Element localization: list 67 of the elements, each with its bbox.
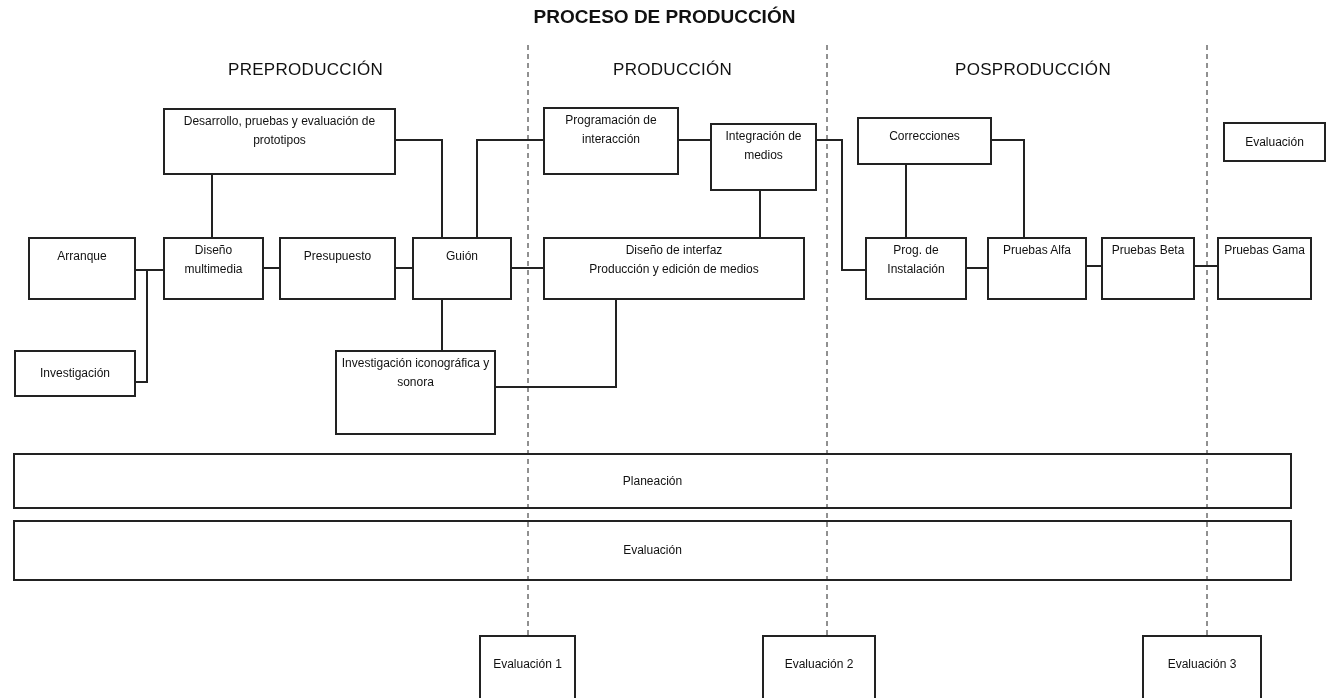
node-label: Presupuesto [303,248,372,265]
process-box [335,350,496,435]
node-label: Pruebas Beta [1111,242,1185,259]
process-box [543,237,805,300]
connector-line [966,267,988,269]
connector-line [495,299,617,388]
process-box [163,108,396,175]
node-label: Planeación [622,472,683,490]
node-label: Diseño multimedia [183,242,244,278]
process-box [1223,122,1326,162]
connector-line [135,269,164,383]
node-label: Evaluación [1245,133,1304,151]
node-label: Evaluación 1 [493,656,562,673]
connector-line [991,139,1025,238]
connector-line [263,267,280,269]
process-box [412,237,512,300]
node-label: Desarrollo, pruebas y evaluación de prototipos [182,113,377,149]
process-box [710,123,817,191]
process-box [28,237,136,300]
process-box [479,635,576,698]
dashed-divider-line [826,44,828,636]
process-box [1142,635,1262,698]
node-label: Integración de medios [724,128,803,164]
connector-line [211,174,213,238]
process-box [1101,237,1195,300]
connector-line [441,299,443,351]
node-label: Evaluación [623,542,682,559]
process-box [163,237,264,300]
connector-line [678,139,711,141]
node-label: Investigación [39,365,110,382]
node-label: Investigación iconográfica y sonora [341,355,490,391]
process-box [987,237,1087,300]
node-label: Evaluación 3 [1167,656,1237,673]
node-label: Prog. de Instalación [886,242,946,278]
connector-line [395,139,443,238]
phase-heading: POSPRODUCCIÓN [955,60,1111,80]
phase-heading: PREPRODUCCIÓN [228,60,384,80]
connector-line [476,139,544,238]
connector-line [759,190,761,238]
process-box [865,237,967,300]
node-label: Programación de interacción [564,112,658,148]
process-box [14,350,136,397]
process-box [1217,237,1312,300]
connector-line [1194,265,1218,267]
connector-line [1086,265,1102,267]
phase-band [13,520,1292,581]
node-label: Evaluación 2 [784,656,854,673]
connector-line [905,164,907,238]
node-label: Producción y edición de medios [589,261,759,278]
phase-band [13,453,1292,509]
node-label: Pruebas Gama [1224,242,1305,259]
node-label: Pruebas Alfa [1002,242,1071,259]
node-label: Correcciones [889,128,960,145]
process-box [762,635,876,698]
dashed-divider-line [1206,44,1208,636]
connector-line [511,267,544,269]
node-label: Guión [446,248,478,265]
connector-line [395,267,413,269]
process-box [857,117,992,165]
phase-heading: PRODUCCIÓN [613,60,733,80]
connector-line [816,139,866,271]
process-box [279,237,396,300]
diagram-title: PROCESO DE PRODUCCIÓN [532,6,797,28]
dashed-divider-line [527,44,529,636]
process-box [543,107,679,175]
node-label: Arranque [57,248,107,265]
node-label: Diseño de interfaz [625,242,723,259]
